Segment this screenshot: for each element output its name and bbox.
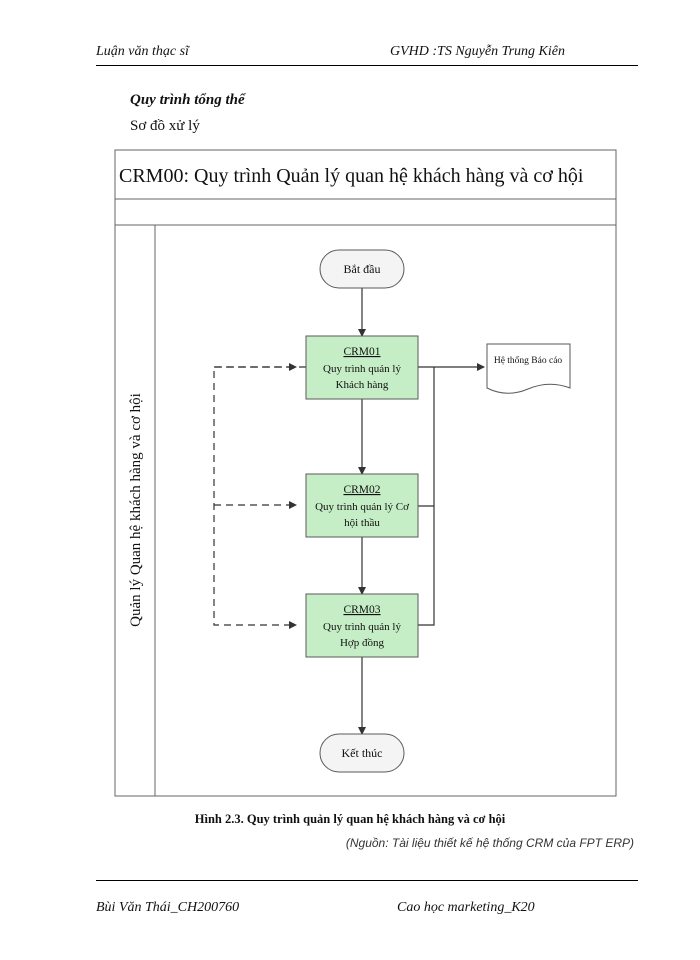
end-label: Kết thúc [342,746,383,760]
footer-program: Cao học marketing_K20 [397,900,535,915]
process-desc-line: Quy trình quản lý Cơ [315,501,409,513]
process-code: CRM03 [343,604,380,616]
lane-label: Quản lý Quan hệ khách hàng và cơ hội [128,393,144,627]
footer-rule [96,880,638,881]
process-crm03: CRM03 Quy trình quản lý Hợp đồng [305,593,419,658]
report-label: Hệ thống Báo cáo [494,355,563,366]
end-terminator [319,733,405,773]
pool-frame [114,149,617,797]
figure-caption: Hình 2.3. Quy trình quản lý quan hệ khác… [194,812,506,826]
figure-source: (Nguồn: Tài liệu thiết kế hệ thống CRM c… [345,836,634,850]
section-title: Quy trình tổng thể [130,92,245,108]
pool-title: CRM00: Quy trình Quản lý quan hệ khách h… [119,165,584,187]
start-terminator [319,249,405,289]
dashed-link-crm01-crm03 [213,366,306,629]
section-subtitle: Sơ đồ xử lý [130,118,200,134]
pool-header-band [114,198,617,226]
process-code: CRM01 [343,346,380,358]
process-desc-line: Khách hàng [336,379,389,391]
process-crm02: CRM02 Quy trình quản lý Cơ hội thầu [305,473,419,538]
process-desc-line: Hợp đồng [340,637,385,649]
process-code: CRM02 [343,484,380,496]
header-rule [96,65,638,66]
line-crm03-to-report [418,506,435,626]
process-crm01: CRM01 Quy trình quản lý Khách hàng [305,335,419,400]
process-desc-line: hội thầu [344,517,380,529]
process-desc-line: Quy trình quản lý [323,363,401,375]
footer-author: Bùi Văn Thái_CH200760 [96,900,240,915]
lane-header [114,224,156,797]
report-document-icon [486,343,571,394]
pool-title-bar [114,149,617,200]
process-desc-line: Quy trình quản lý [323,621,401,633]
start-label: Bắt đầu [344,262,381,276]
header-thesis-label: Luận văn thạc sĩ [96,44,189,59]
header-supervisor: GVHD :TS Nguyễn Trung Kiên [390,44,565,59]
